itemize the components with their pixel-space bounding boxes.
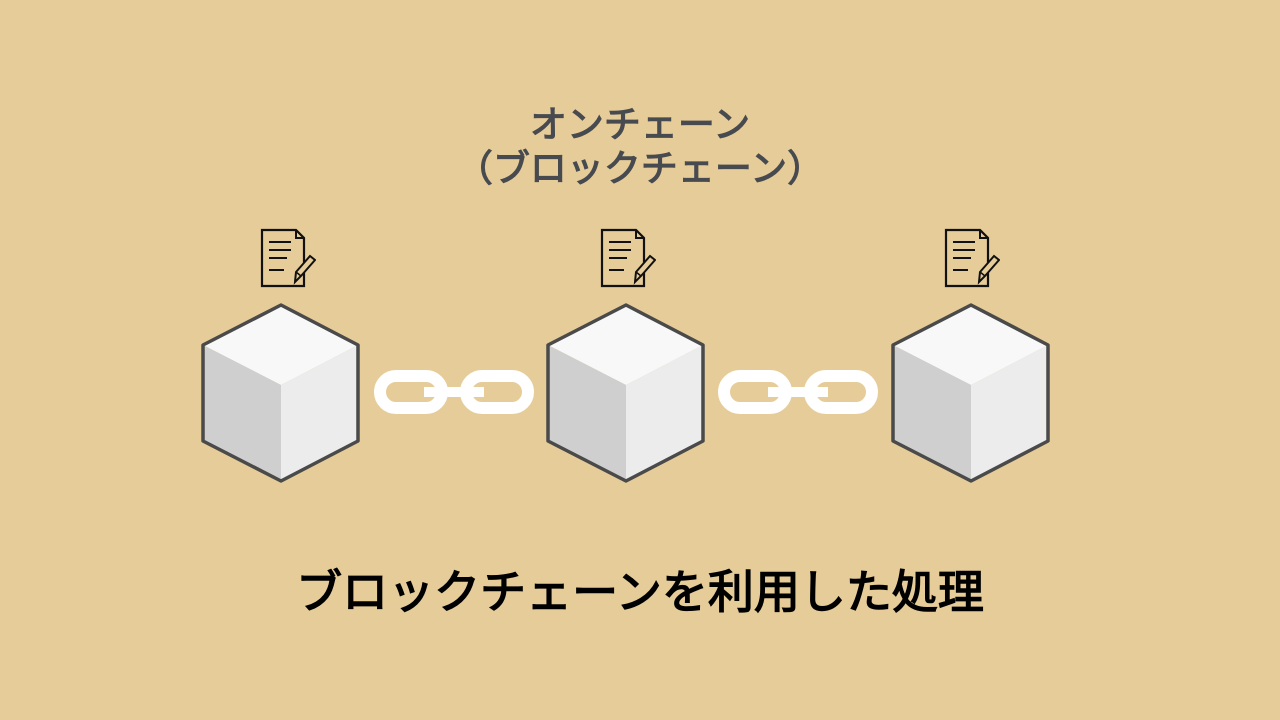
title-line-1: オンチェーン [529, 103, 751, 146]
chain-link-icon [718, 370, 878, 414]
diagram-caption: ブロックチェーンを利用した処理 [296, 565, 984, 619]
diagram-title: オンチェーン （ブロックチェーン） [0, 103, 1280, 191]
block-cube-icon [201, 303, 360, 483]
block-cube-icon [891, 303, 1050, 483]
title-line-2: （ブロックチェーン） [455, 147, 825, 190]
block-cube-icon [546, 303, 705, 483]
document-pencil-icon [944, 228, 1000, 288]
document-pencil-icon [600, 228, 656, 288]
chain-link-icon [374, 370, 534, 414]
document-pencil-icon [260, 228, 316, 288]
